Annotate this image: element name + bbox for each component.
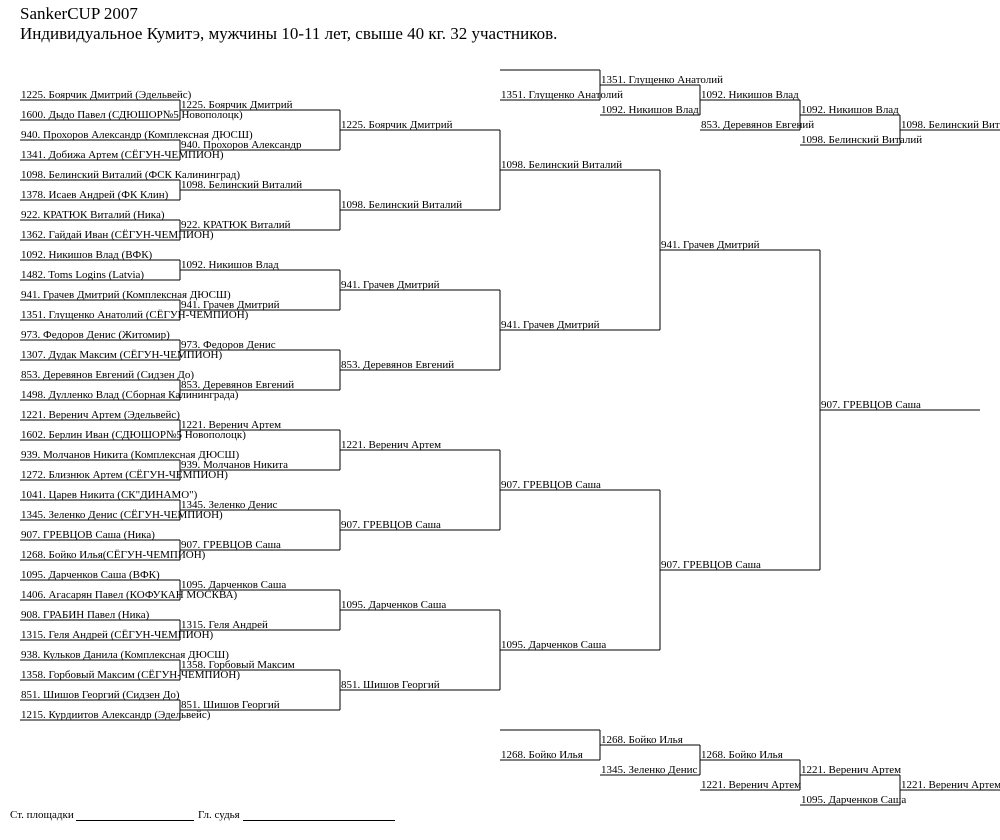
round1-slot-14-name: 853. Деревянов Евгений (Сидзен До) — [21, 369, 194, 381]
round2-slot-11-name: 907. ГРЕВЦОВ Саша — [181, 539, 281, 551]
round1-slot-30-name: 851. Шишов Георгий (Сидзен До) — [21, 689, 180, 701]
repechage-top-r2-a-name: 1092. Никишов Влад — [701, 89, 799, 101]
round1-slot-22-name: 907. ГРЕВЦОВ Саша (Ника) — [21, 529, 155, 541]
round1-slot-1-name: 1600. Дыдо Павел (СДЮШОР№5 Новополоцк) — [21, 109, 243, 121]
round3-slot-2-name: 941. Грачев Дмитрий — [341, 279, 440, 291]
site-signature-line — [76, 810, 195, 821]
round1-slot-6-name: 922. КРАТЮК Виталий (Ника) — [21, 209, 165, 221]
round1-slot-13-name: 1307. Дудак Максим (СЁГУН-ЧЕМПИОН) — [21, 349, 222, 361]
round3-slot-0-name: 1225. Боярчик Дмитрий — [341, 119, 453, 131]
judge-signature: Гл. судья — [198, 809, 395, 821]
round2-slot-6-name: 973. Федоров Денис — [181, 339, 276, 351]
repechage-top-r3-b-name: 1098. Белинский Виталий — [801, 134, 922, 146]
round2-slot-3-name: 922. КРАТЮК Виталий — [181, 219, 291, 231]
event-subtitle: Индивидуальное Кумитэ, мужчины 10-11 лет… — [20, 24, 558, 43]
round1-slot-28-name: 938. Кульков Данила (Комплексная ДЮСШ) — [21, 649, 229, 661]
competition-title: SankerCUP 2007 — [20, 4, 138, 23]
judge-signature-line — [242, 810, 395, 821]
round3-slot-5-name: 907. ГРЕВЦОВ Саша — [341, 519, 441, 531]
round2-slot-9-name: 939. Молчанов Никита — [181, 459, 288, 471]
round4-slot-3-name: 1095. Дарченков Саша — [501, 639, 606, 651]
round2-slot-15-name: 851. Шишов Георгий — [181, 699, 280, 711]
round1-slot-4-name: 1098. Белинский Виталий (ФСК Калининград… — [21, 169, 240, 181]
round1-slot-16-name: 1221. Веренич Артем (Эдельвейс) — [21, 409, 180, 421]
round2-slot-1-name: 940. Прохоров Александр — [181, 139, 302, 151]
repechage-bottom-r2-a-name: 1268. Бойко Илья — [701, 749, 783, 761]
judge-signature-label: Гл. судья — [198, 809, 240, 821]
repechage-top-r3-a-name: 1092. Никишов Влад — [801, 104, 899, 116]
round1-slot-27-name: 1315. Геля Андрей (СЁГУН-ЧЕМПИОН) — [21, 629, 214, 641]
repechage-top-entry-name: 1351. Глущенко Анатолий — [501, 89, 623, 101]
round2-slot-12-name: 1095. Дарченков Саша — [181, 579, 286, 591]
round1-slot-9-name: 1482. Toms Logins (Latvia) — [21, 269, 144, 281]
round1-slot-25-name: 1406. Агасарян Павел (КОФУКАН МОСКВА) — [21, 589, 238, 601]
round4-slot-2-name: 907. ГРЕВЦОВ Саша — [501, 479, 601, 491]
round2-slot-10-name: 1345. Зеленко Денис — [181, 499, 277, 511]
round1-slot-5-name: 1378. Исаев Андрей (ФК Клин) — [21, 189, 169, 201]
round2-slot-7-name: 853. Деревянов Евгений — [181, 379, 294, 391]
round3-slot-3-name: 853. Деревянов Евгений — [341, 359, 454, 371]
repechage-top-winner-name: 1098. Белинский Виталий — [901, 119, 1000, 131]
round1-slot-24-name: 1095. Дарченков Саша (ВФК) — [21, 569, 160, 581]
round1-slot-8-name: 1092. Никишов Влад (ВФК) — [21, 249, 153, 261]
repechage-top-r2-b-name: 853. Деревянов Евгений — [701, 119, 814, 131]
round2-slot-14-name: 1358. Горбовый Максим — [181, 659, 295, 671]
round1-slot-15-name: 1498. Дулленко Влад (Сборная Калининград… — [21, 389, 239, 401]
site-signature: Ст. площадки — [10, 809, 195, 821]
repechage-bottom-r1-b-name: 1345. Зеленко Денис — [601, 764, 697, 776]
round1-slot-17-name: 1602. Берлин Иван (СДЮШОР№5 Новополоцк) — [21, 429, 246, 441]
final-winner-name: 907. ГРЕВЦОВ Саша — [821, 399, 921, 411]
round5-slot-1-name: 907. ГРЕВЦОВ Саша — [661, 559, 761, 571]
repechage-top-r1-b-name: 1092. Никишов Влад — [601, 104, 699, 116]
repechage-bottom-r3-b-name: 1095. Дарченков Саша — [801, 794, 906, 806]
repechage-bottom-r2-b-name: 1221. Веренич Артем — [701, 779, 801, 791]
round1-slot-3-name: 1341. Добижа Артем (СЁГУН-ЧЕМПИОН) — [21, 149, 224, 161]
round1-slot-7-name: 1362. Гайдай Иван (СЁГУН-ЧЕМПИОН) — [21, 229, 214, 241]
round3-slot-1-name: 1098. Белинский Виталий — [341, 199, 462, 211]
round3-slot-6-name: 1095. Дарченков Саша — [341, 599, 446, 611]
round1-slot-19-name: 1272. Близнюк Артем (СЁГУН-ЧЕМПИОН) — [21, 469, 228, 481]
repechage-bottom-winner-name: 1221. Веренич Артем — [901, 779, 1000, 791]
round3-slot-4-name: 1221. Веренич Артем — [341, 439, 441, 451]
round4-slot-0-name: 1098. Белинский Виталий — [501, 159, 622, 171]
repechage-top-r1-a-name: 1351. Глущенко Анатолий — [601, 74, 723, 86]
round1-slot-29-name: 1358. Горбовый Максим (СЁГУН-ЧЕМПИОН) — [21, 669, 240, 681]
repechage-bottom-entry-name: 1268. Бойко Илья — [501, 749, 583, 761]
round4-slot-1-name: 941. Грачев Дмитрий — [501, 319, 600, 331]
round1-slot-20-name: 1041. Царев Никита (СК"ДИНАМО") — [21, 489, 198, 501]
site-signature-label: Ст. площадки — [10, 809, 74, 821]
round2-slot-2-name: 1098. Белинский Виталий — [181, 179, 302, 191]
round2-slot-8-name: 1221. Веренич Артем — [181, 419, 281, 431]
round1-slot-23-name: 1268. Бойко Илья(СЁГУН-ЧЕМПИОН) — [21, 549, 206, 561]
repechage-bottom-r1-a-name: 1268. Бойко Илья — [601, 734, 683, 746]
round1-slot-2-name: 940. Прохоров Александр (Комплексная ДЮС… — [21, 129, 253, 141]
round1-slot-18-name: 939. Молчанов Никита (Комплексная ДЮСШ) — [21, 449, 239, 461]
round5-slot-0-name: 941. Грачев Дмитрий — [661, 239, 760, 251]
round1-slot-11-name: 1351. Глущенко Анатолий (СЁГУН-ЧЕМПИОН) — [21, 309, 249, 321]
round1-slot-21-name: 1345. Зеленко Денис (СЁГУН-ЧЕМПИОН) — [21, 509, 223, 521]
round2-slot-0-name: 1225. Боярчик Дмитрий — [181, 99, 293, 111]
round1-slot-31-name: 1215. Курдиитов Александр (Эдельвейс) — [21, 709, 211, 721]
repechage-bottom-r3-a-name: 1221. Веренич Артем — [801, 764, 901, 776]
round1-slot-0-name: 1225. Боярчик Дмитрий (Эдельвейс) — [21, 89, 192, 101]
round1-slot-26-name: 908. ГРАБИН Павел (Ника) — [21, 609, 150, 621]
round1-slot-12-name: 973. Федоров Денис (Житомир) — [21, 329, 170, 341]
round1-slot-10-name: 941. Грачев Дмитрий (Комплексная ДЮСШ) — [21, 289, 231, 301]
round2-slot-13-name: 1315. Геля Андрей — [181, 619, 268, 631]
round3-slot-7-name: 851. Шишов Георгий — [341, 679, 440, 691]
round2-slot-4-name: 1092. Никишов Влад — [181, 259, 279, 271]
round2-slot-5-name: 941. Грачев Дмитрий — [181, 299, 280, 311]
